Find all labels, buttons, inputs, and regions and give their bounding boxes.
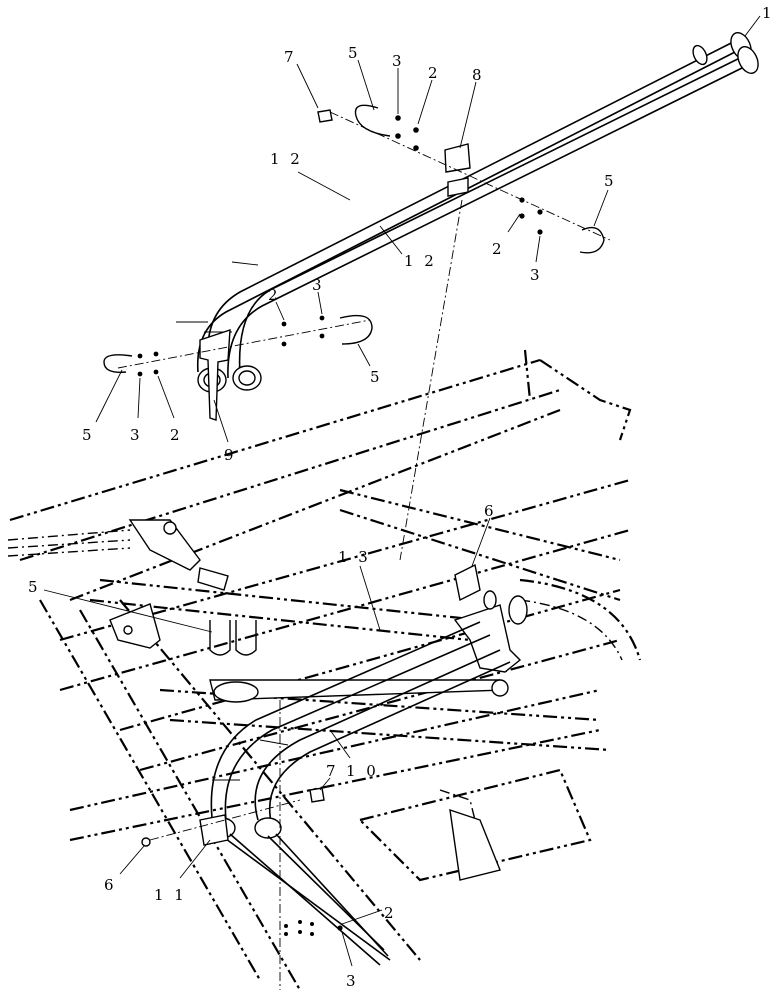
pipe-flange bbox=[692, 44, 708, 66]
callout-2: 2 bbox=[268, 286, 281, 304]
bolt-7 bbox=[309, 787, 325, 803]
u-bolt bbox=[354, 104, 391, 137]
callout-7: 7 bbox=[326, 762, 339, 780]
callout-6: 6 bbox=[484, 502, 497, 520]
bolt-7 bbox=[317, 109, 333, 123]
callout-5: 5 bbox=[28, 578, 41, 596]
callout-12: 1 2 bbox=[270, 150, 303, 168]
bracket-8 bbox=[444, 143, 471, 173]
bracket-11 bbox=[199, 814, 229, 846]
callout-6: 6 bbox=[104, 876, 117, 894]
upper-pipe-assembly bbox=[103, 32, 759, 561]
clamp-plate bbox=[213, 681, 259, 703]
leader-lines bbox=[43, 15, 761, 967]
u-bolt bbox=[579, 226, 605, 254]
callout-3: 3 bbox=[530, 266, 543, 284]
pipe-end-cap bbox=[737, 46, 759, 74]
implement-frame bbox=[7, 349, 642, 991]
callout-5: 5 bbox=[370, 368, 383, 386]
u-bolt bbox=[103, 354, 133, 373]
callout-9: 9 bbox=[224, 446, 237, 464]
callout-13: 1 3 bbox=[338, 548, 371, 566]
u-bolt bbox=[339, 314, 373, 345]
callout-3: 3 bbox=[130, 426, 143, 444]
callout-10: 1 0 bbox=[346, 762, 379, 780]
callout-3: 3 bbox=[392, 52, 405, 70]
u-bolt bbox=[209, 620, 231, 656]
callout-12: 1 2 bbox=[404, 252, 437, 270]
hardware-dots bbox=[137, 115, 543, 377]
callout-11: 1 1 bbox=[154, 886, 187, 904]
callout-5: 5 bbox=[348, 44, 361, 62]
callout-5: 5 bbox=[82, 426, 95, 444]
hose-coupling bbox=[128, 519, 201, 571]
callout-1: 1 bbox=[762, 4, 775, 22]
pivot-bracket bbox=[453, 604, 522, 673]
callout-3: 3 bbox=[312, 276, 325, 294]
nut-6 bbox=[141, 837, 151, 847]
pipe-end-cap bbox=[254, 817, 282, 839]
callout-8: 8 bbox=[472, 66, 485, 84]
callout-2: 2 bbox=[384, 904, 397, 922]
callout-7: 7 bbox=[284, 48, 297, 66]
callout-2: 2 bbox=[170, 426, 183, 444]
callout-5: 5 bbox=[604, 172, 617, 190]
callout-2: 2 bbox=[428, 64, 441, 82]
bracket-6 bbox=[454, 563, 481, 602]
callout-2: 2 bbox=[492, 240, 505, 258]
callout-3: 3 bbox=[346, 972, 359, 990]
callout-labels: 1 7 5 3 2 8 1 2 5 1 2 2 3 2 3 5 5 3 2 9 … bbox=[28, 4, 775, 990]
u-bolt bbox=[235, 620, 257, 656]
bracket-9 bbox=[199, 329, 231, 421]
mount-bracket bbox=[109, 603, 161, 649]
hardware-dots bbox=[284, 920, 343, 936]
